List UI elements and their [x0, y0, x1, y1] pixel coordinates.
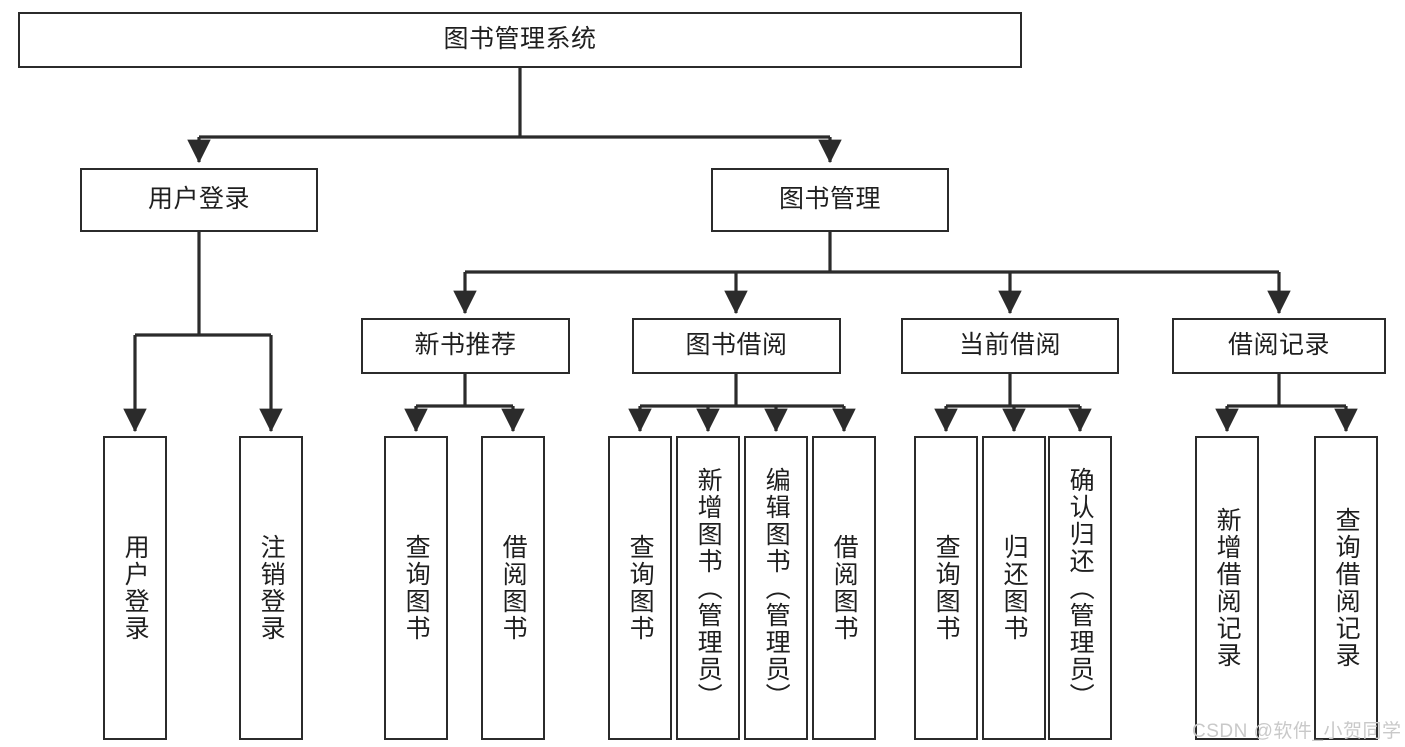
leaf-new-book-borrow-label: 借阅图书: [499, 534, 528, 642]
leaf-record-add-label: 新增借阅记录: [1213, 507, 1242, 669]
leaf-borrow-query-book[interactable]: 查询图书: [608, 436, 672, 740]
leaf-record-query-label: 查询借阅记录: [1332, 507, 1361, 669]
node-user-login[interactable]: 用户登录: [80, 168, 318, 232]
node-root-label: 图书管理系统: [443, 25, 597, 54]
leaf-current-return-book-label: 归还图书: [1000, 534, 1029, 642]
node-current-borrow[interactable]: 当前借阅: [901, 318, 1119, 374]
leaf-current-confirm-return[interactable]: 确认归还（管理员）: [1048, 436, 1112, 740]
leaf-current-confirm-return-label: 确认归还（管理员）: [1066, 466, 1095, 710]
leaf-current-query-book[interactable]: 查询图书: [914, 436, 978, 740]
leaf-user-login[interactable]: 用户登录: [103, 436, 167, 740]
leaf-record-query[interactable]: 查询借阅记录: [1314, 436, 1378, 740]
leaf-borrow-query-book-label: 查询图书: [626, 534, 655, 642]
leaf-borrow-add-book-label: 新增图书（管理员）: [694, 466, 723, 710]
leaf-borrow-add-book[interactable]: 新增图书（管理员）: [676, 436, 740, 740]
node-book-management[interactable]: 图书管理: [711, 168, 949, 232]
leaf-current-query-book-label: 查询图书: [932, 534, 961, 642]
node-current-borrow-label: 当前借阅: [958, 331, 1061, 360]
leaf-borrow-borrow-book-label: 借阅图书: [830, 534, 859, 642]
leaf-user-logout-label: 注销登录: [257, 534, 286, 642]
leaf-borrow-edit-book-label: 编辑图书（管理员）: [762, 466, 791, 710]
leaf-user-logout[interactable]: 注销登录: [239, 436, 303, 740]
node-borrow-record[interactable]: 借阅记录: [1172, 318, 1386, 374]
leaf-borrow-edit-book[interactable]: 编辑图书（管理员）: [744, 436, 808, 740]
node-root[interactable]: 图书管理系统: [18, 12, 1022, 68]
leaf-current-return-book[interactable]: 归还图书: [982, 436, 1046, 740]
node-book-borrow[interactable]: 图书借阅: [632, 318, 841, 374]
csdn-watermark: CSDN @软件_小贺同学: [1192, 721, 1402, 742]
node-book-borrow-label: 图书借阅: [685, 331, 788, 360]
leaf-new-book-query-label: 查询图书: [402, 534, 431, 642]
leaf-record-add[interactable]: 新增借阅记录: [1195, 436, 1259, 740]
node-borrow-record-label: 借阅记录: [1227, 331, 1330, 360]
leaf-new-book-query[interactable]: 查询图书: [384, 436, 448, 740]
node-user-login-label: 用户登录: [147, 185, 250, 214]
leaf-new-book-borrow[interactable]: 借阅图书: [481, 436, 545, 740]
node-new-book-recommend-label: 新书推荐: [414, 331, 517, 360]
leaf-borrow-borrow-book[interactable]: 借阅图书: [812, 436, 876, 740]
leaf-user-login-label: 用户登录: [121, 534, 150, 642]
node-book-management-label: 图书管理: [778, 185, 881, 214]
node-new-book-recommend[interactable]: 新书推荐: [361, 318, 570, 374]
